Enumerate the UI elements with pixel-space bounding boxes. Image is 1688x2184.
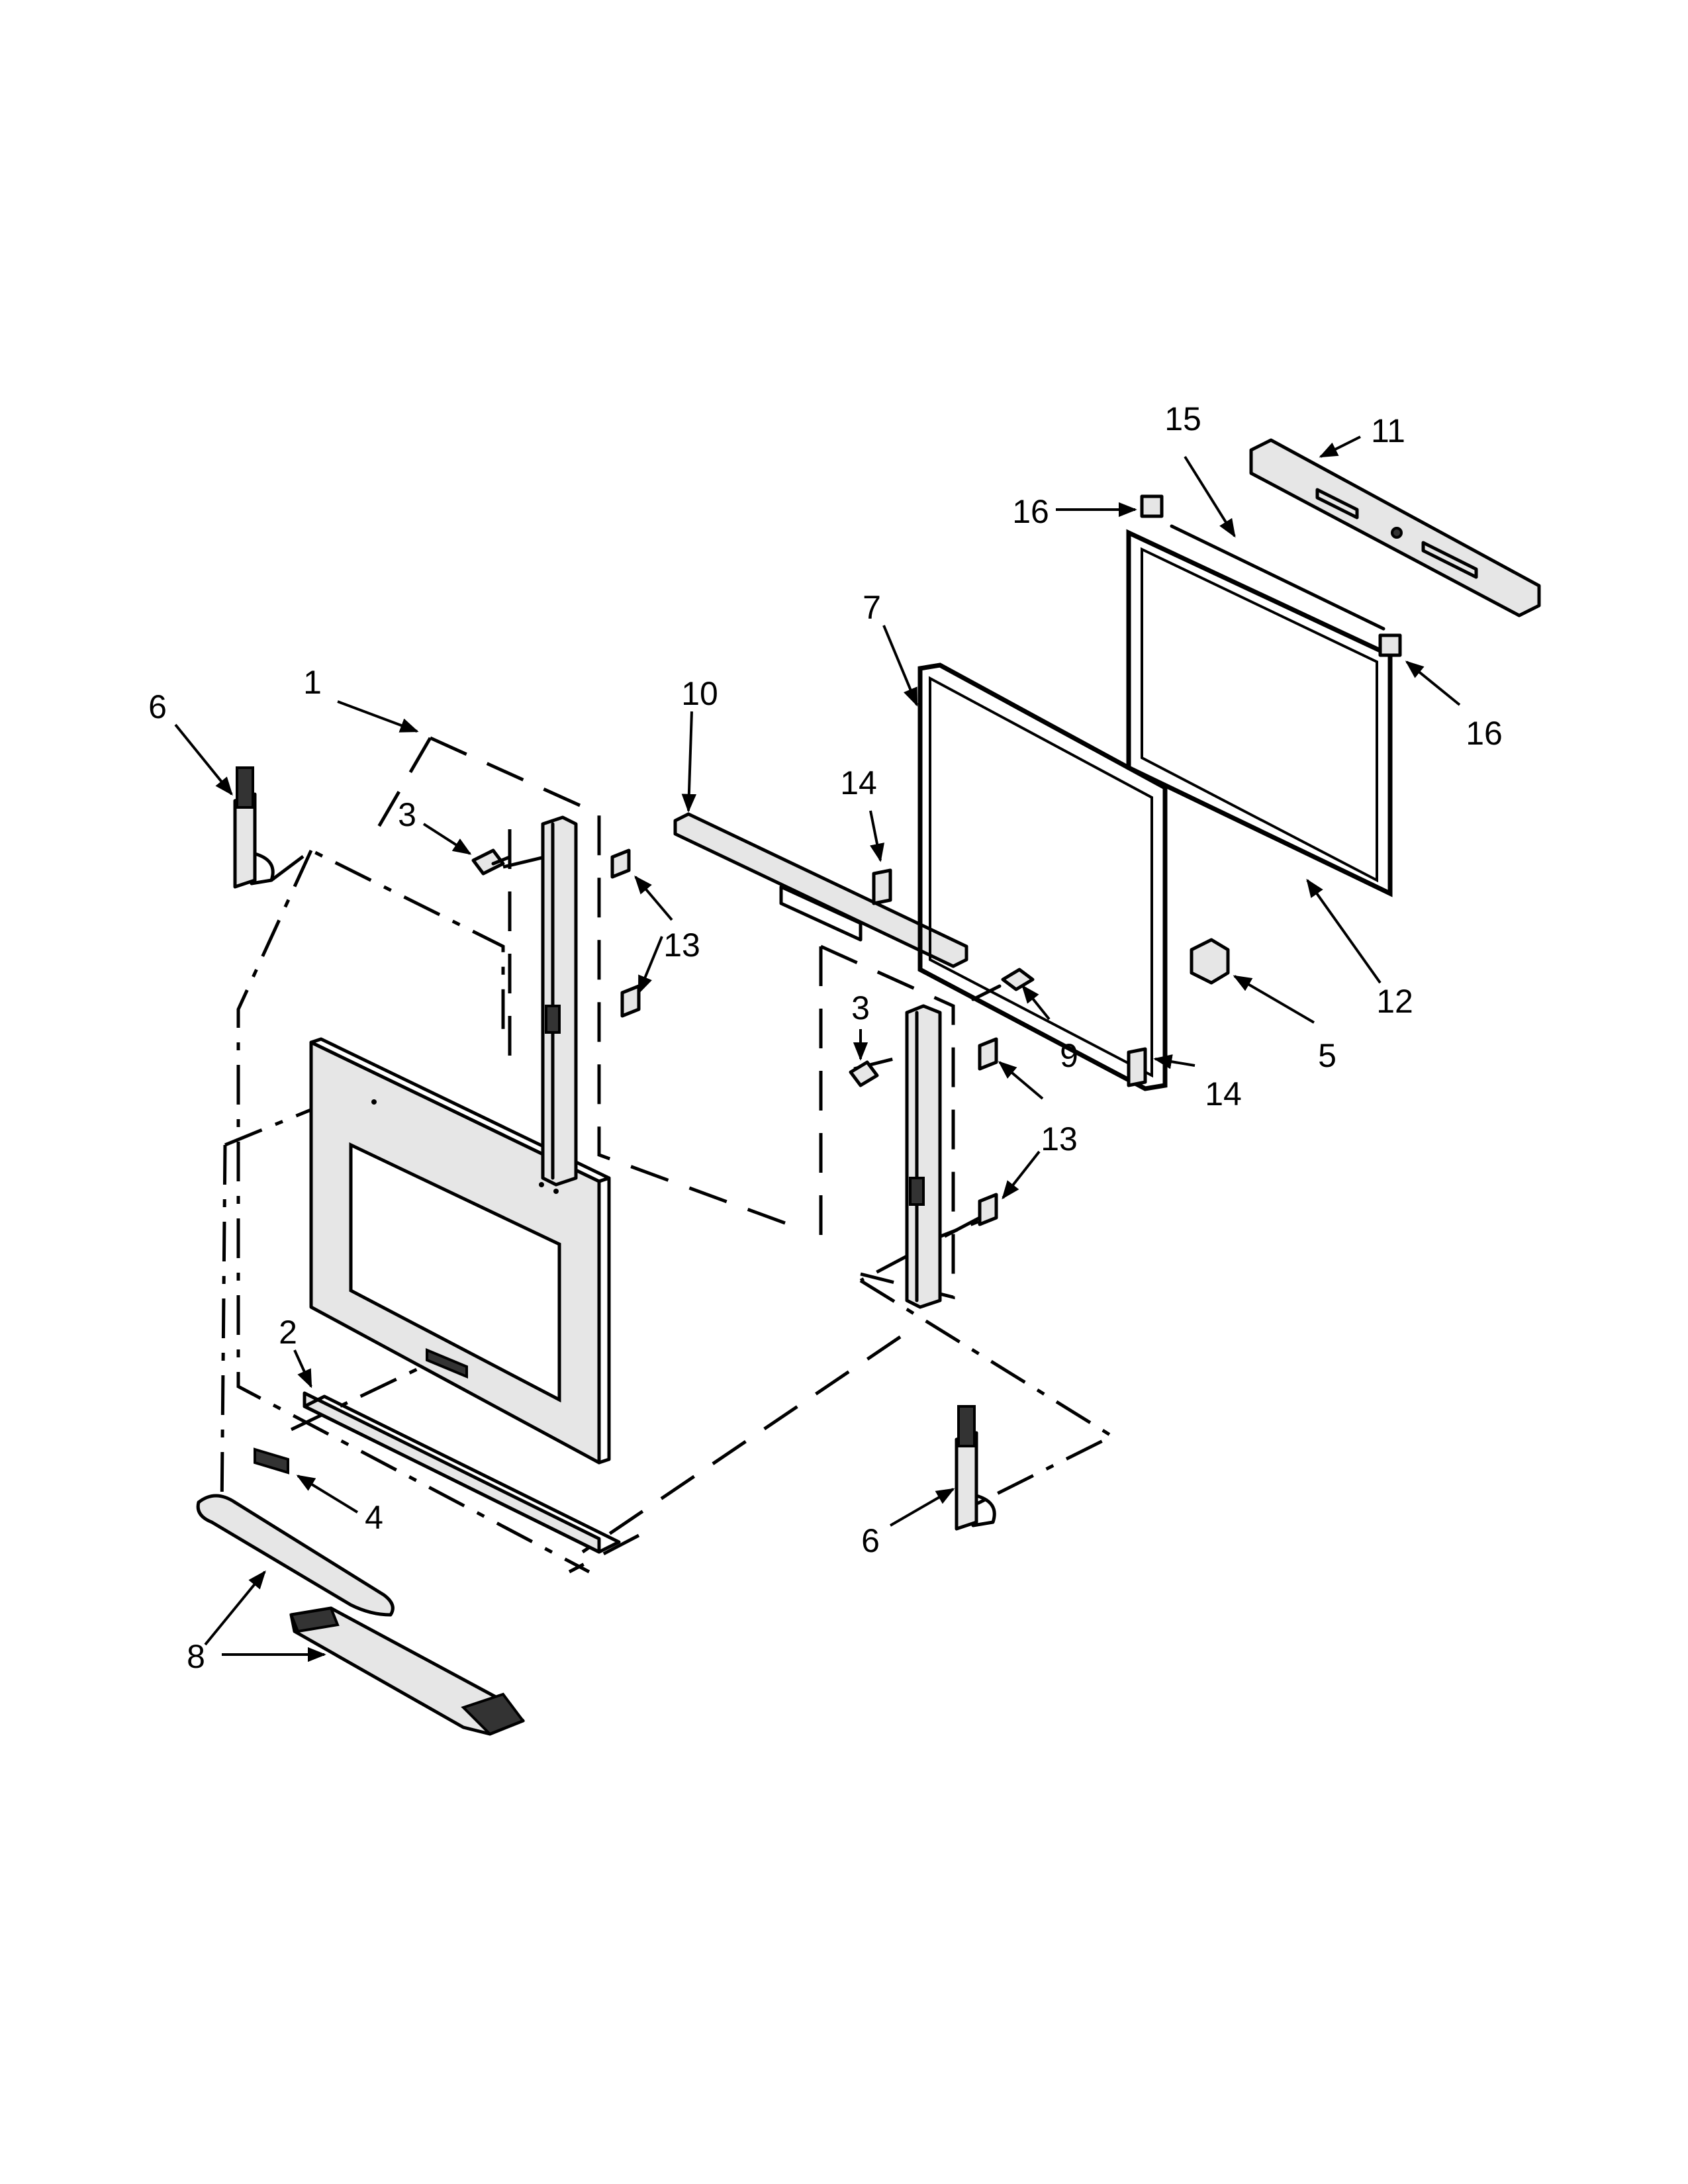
spacer-lower (1127, 1047, 1147, 1087)
clip-left-lower (620, 984, 641, 1018)
outer-glass (1126, 529, 1393, 897)
callout-13a: 13 (663, 927, 700, 964)
door-badge (254, 1447, 289, 1475)
outer-door-panel (309, 1037, 611, 1465)
callout-1: 1 (303, 664, 322, 701)
callout-10: 10 (681, 675, 718, 712)
callout-13b: 13 (1041, 1120, 1078, 1158)
callout-14b: 14 (1205, 1075, 1242, 1113)
callout-8: 8 (187, 1638, 205, 1675)
door-latch (1190, 938, 1230, 985)
screw-right (849, 1060, 879, 1087)
callout-6b: 6 (861, 1522, 880, 1559)
bottom-trim (303, 1391, 621, 1554)
callout-6a: 6 (148, 688, 167, 725)
screw-left (471, 848, 512, 876)
clip-right-upper (978, 1037, 998, 1071)
gasket-strip (1170, 524, 1385, 631)
callout-5: 5 (1318, 1037, 1336, 1074)
clip-left-upper (610, 848, 631, 879)
hinge-left (233, 766, 275, 889)
callout-9: 9 (1060, 1037, 1078, 1074)
hinge-right (955, 1405, 996, 1531)
inner-glass-frame (917, 662, 1168, 1091)
callout-3a: 3 (398, 796, 416, 833)
leader-arrows (174, 435, 1461, 1662)
callout-7: 7 (863, 589, 881, 626)
left-hinge-channel (541, 815, 578, 1187)
callout-16b: 16 (1466, 715, 1503, 752)
callout-11: 11 (1371, 412, 1405, 449)
clip-right-lower (978, 1193, 998, 1226)
callout-16a: 16 (1012, 493, 1049, 530)
top-vent-trim (1249, 438, 1541, 617)
spacer-upper (872, 868, 892, 905)
door-handle-strip (196, 1494, 395, 1617)
callout-3b: 3 (851, 989, 870, 1026)
callout-14a: 14 (840, 764, 877, 801)
door-handle (289, 1606, 526, 1736)
top-channel (673, 812, 968, 968)
right-hinge-channel (905, 1004, 942, 1309)
callout-4: 4 (365, 1499, 383, 1536)
callout-15: 15 (1164, 400, 1201, 437)
pad-lower (1378, 633, 1402, 657)
callout-12: 12 (1376, 983, 1413, 1020)
screw-9 (971, 968, 1035, 1001)
pad-upper (1140, 494, 1164, 518)
callout-labels: 1 2 3 3 4 5 6 6 7 8 9 10 11 12 13 13 14 … (148, 400, 1503, 1675)
callout-2: 2 (279, 1314, 297, 1351)
